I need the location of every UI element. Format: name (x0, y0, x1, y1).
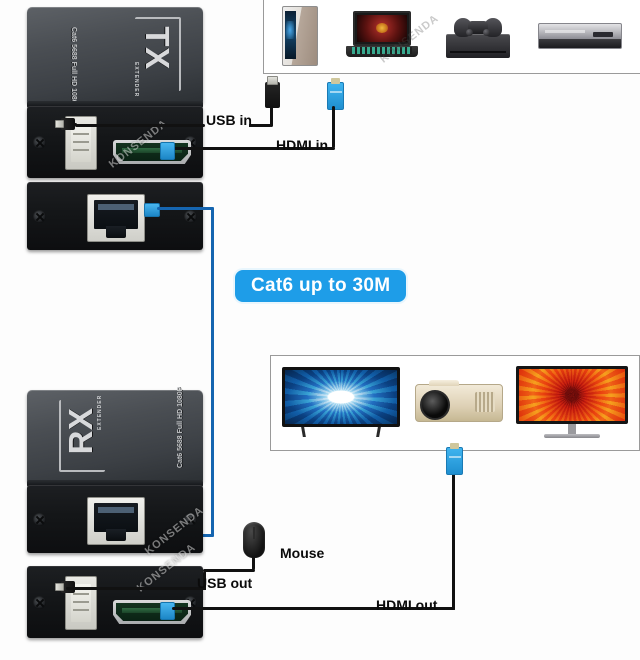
receiver-front-face: KONSENDA (27, 541, 203, 638)
cat6-distance-badge: Cat6 up to 30M (235, 270, 407, 302)
hdmi-out-plug-rx-side (160, 602, 175, 620)
device-television (282, 367, 401, 439)
screw (33, 136, 46, 149)
device-monitor (515, 366, 628, 440)
label-usb-out: USB out (197, 575, 253, 591)
screw (33, 210, 46, 223)
receiver-logo: RX (62, 407, 99, 455)
label-mouse: Mouse (280, 545, 325, 561)
transmitter-side-text: Cat6 5688 Full HD 1080P (70, 27, 77, 109)
cat6-plug-tx-side (144, 203, 160, 217)
source-device-panel: KONSENDA (263, 0, 640, 74)
device-gaming-laptop (346, 11, 418, 61)
label-hdmi-out: HDMI out (376, 597, 438, 613)
transmitter-rj45-port[interactable] (87, 194, 145, 242)
screw (184, 513, 197, 526)
receiver-rear-face: KONSENDA (27, 485, 206, 558)
label-hdmi-in: HDMI in (276, 137, 329, 153)
transmitter-brand-sub: EXTENDER (133, 62, 139, 98)
transmitter-front-face: KONSENDA (27, 106, 203, 178)
usb-in-plug-device-side (265, 76, 280, 108)
transmitter-logo: TX (139, 26, 176, 70)
watermark: KONSENDA (142, 504, 207, 558)
peripheral-mouse (243, 522, 265, 558)
display-device-panel (270, 355, 640, 451)
device-desktop-pc (282, 6, 318, 66)
receiver-hdmi-port[interactable] (113, 600, 191, 624)
transmitter-hdmi-port[interactable] (113, 140, 191, 164)
transmitter-rear-face (27, 182, 203, 250)
screw (33, 596, 46, 609)
label-usb-in: USB in (206, 112, 252, 128)
receiver-side-text: Cat6 5688 Full HD 1080P (177, 386, 184, 468)
usb-in-plug-tx-side (55, 118, 75, 130)
receiver-rj45-port[interactable] (87, 497, 145, 545)
hdmi-in-plug-device-side (327, 78, 344, 110)
hdmi-out-plug-display-side (446, 443, 463, 475)
transmitter-housing-top: TX EXTENDER Cat6 5688 Full HD 1080P (27, 7, 203, 108)
receiver-housing-top: RX EXTENDER Cat6 5688 Full HD 1080P (27, 386, 203, 482)
hdmi-in-plug-tx-side (160, 142, 175, 160)
device-projector (414, 378, 503, 428)
device-game-console (446, 14, 510, 58)
device-dvd-player (538, 23, 622, 49)
screw (184, 210, 197, 223)
screw (33, 513, 46, 526)
receiver-brand-sub: EXTENDER (97, 394, 103, 430)
